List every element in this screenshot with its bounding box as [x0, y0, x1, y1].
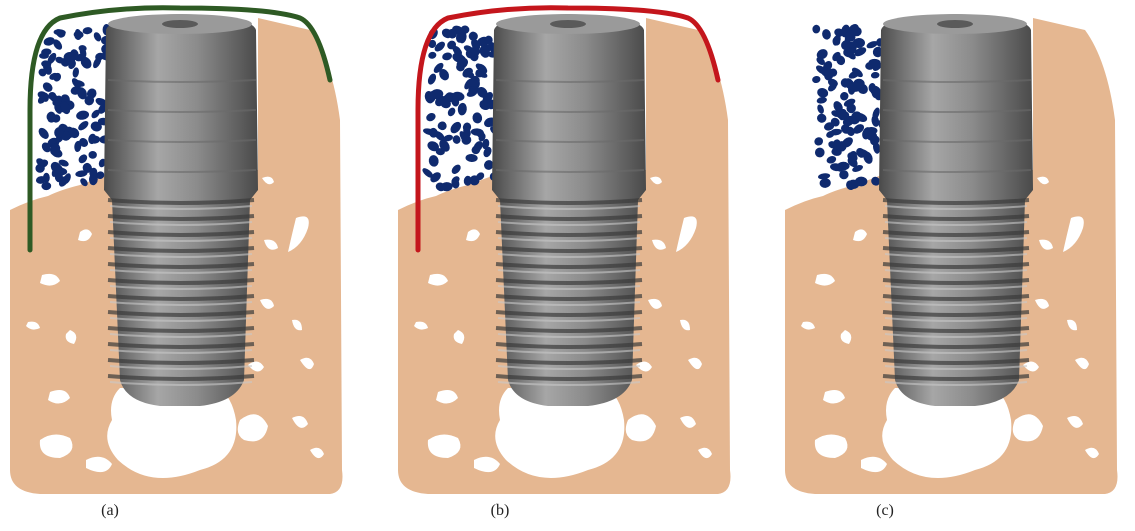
- panel-a-illustration: [0, 0, 378, 500]
- dental-implant: [879, 14, 1033, 406]
- graft-granule: [426, 72, 437, 86]
- graft-granule: [428, 154, 440, 167]
- panel-a: (a): [0, 0, 378, 531]
- implant-top-hole: [162, 20, 198, 28]
- panel-a-caption: (a): [80, 502, 140, 520]
- graft-granule: [816, 104, 825, 115]
- graft-granule: [813, 136, 824, 147]
- graft-granule: [871, 115, 881, 128]
- graft-granule: [82, 26, 93, 34]
- panel-c: (c): [775, 0, 1135, 531]
- graft-granule: [450, 163, 463, 176]
- graft-granule: [814, 146, 826, 158]
- panel-b-caption: (b): [470, 502, 530, 520]
- graft-granule: [75, 110, 89, 121]
- graft-granule: [77, 119, 91, 132]
- graft-granules: [34, 24, 112, 190]
- graft-granule: [816, 112, 828, 124]
- graft-granule: [869, 59, 881, 65]
- panel-c-caption: (c): [855, 502, 915, 520]
- graft-granule: [425, 111, 437, 122]
- graft-granule: [811, 75, 821, 84]
- graft-granule: [37, 126, 51, 141]
- graft-granule: [89, 151, 97, 159]
- graft-granule: [871, 71, 880, 78]
- graft-granule: [472, 112, 483, 124]
- graft-granule: [452, 135, 462, 145]
- panel-b: (b): [388, 0, 766, 531]
- implant-top-hole: [937, 20, 973, 28]
- dental-implant: [104, 14, 258, 406]
- graft-granule: [812, 24, 821, 34]
- graft-granules: [811, 22, 888, 191]
- graft-granule: [73, 30, 84, 39]
- implant-top-hole: [550, 20, 586, 28]
- graft-granule: [468, 31, 479, 42]
- graft-granule: [72, 67, 80, 78]
- panel-b-illustration: [388, 0, 766, 500]
- dental-implant: [492, 14, 646, 406]
- graft-granule: [821, 28, 832, 40]
- graft-granules: [421, 24, 501, 193]
- graft-granule: [816, 96, 828, 104]
- graft-granule: [427, 51, 437, 60]
- graft-granule: [819, 178, 831, 189]
- graft-granule: [465, 154, 478, 163]
- graft-granule: [436, 120, 448, 132]
- graft-granule: [441, 51, 453, 61]
- panel-c-illustration: [775, 0, 1135, 500]
